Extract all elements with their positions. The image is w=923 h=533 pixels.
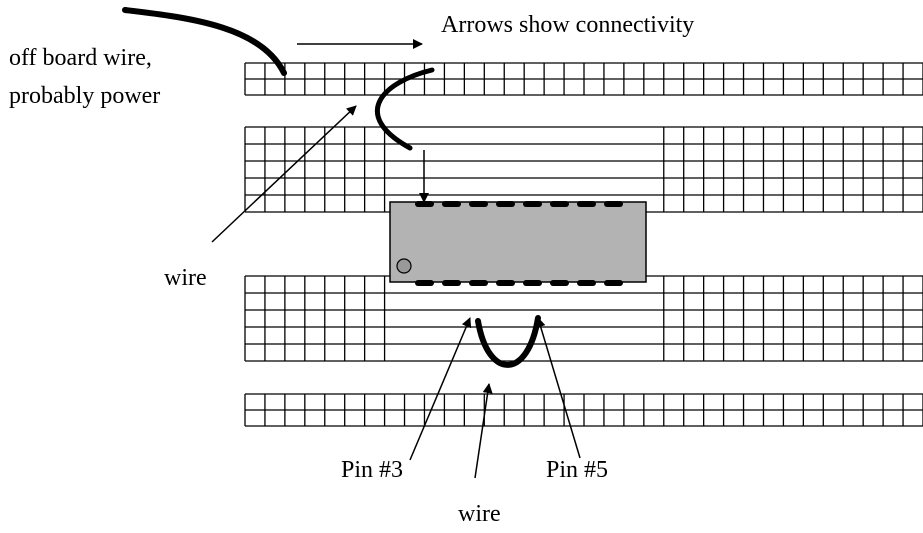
ic-pin [550,201,569,207]
pin5-callout-arrow [535,317,581,459]
ic-pin [550,280,569,286]
power-rail-top [244,62,923,96]
ic-body [389,201,647,283]
off-board-wire-label-line2: probably power [9,83,160,109]
ic-pin [604,201,623,207]
jumper-wire-top [374,67,435,151]
wire-bottom-callout-arrow [474,383,493,479]
pin1-marker [396,258,412,274]
ic-pin [469,201,488,207]
ic-pins-bottom [415,280,623,286]
ic-pin [442,280,461,286]
ic-pin [523,201,542,207]
wire-bottom-label: wire [458,501,501,527]
terminal-strip-upper [244,126,923,213]
arrows-note-label: Arrows show connectivity [441,12,694,38]
ic-pin [442,201,461,207]
power-rail-bottom [244,393,923,427]
ic-pin [604,280,623,286]
pin3-callout-arrow [409,317,472,461]
ic-chip [389,201,647,286]
ic-pin [496,201,515,207]
ic-pin [415,280,434,286]
wire-left-callout-arrow [211,105,357,243]
off-board-wire [122,7,287,76]
pin3-label: Pin #3 [341,457,403,483]
wire-left-label: wire [164,265,207,291]
ic-pin [577,201,596,207]
terminal-strip-lower [244,275,923,362]
ic-pin [496,280,515,286]
jumper-wire-bottom [475,315,541,368]
ic-pin [577,280,596,286]
pin5-label: Pin #5 [546,457,608,483]
ic-pin [469,280,488,286]
off-board-wire-label-line1: off board wire, [9,45,152,71]
ic-pin [523,280,542,286]
ic-pins-top [415,201,623,207]
